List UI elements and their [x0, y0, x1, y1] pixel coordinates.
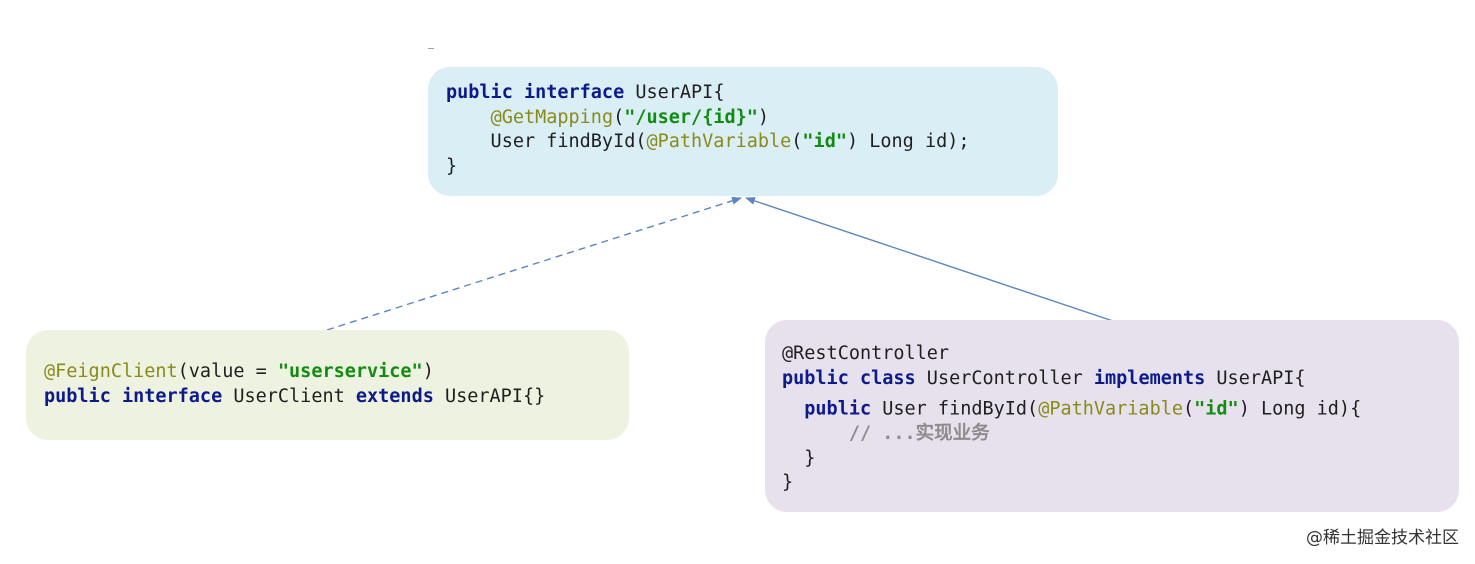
- annotation: @PathVariable: [1038, 398, 1183, 420]
- code-text: UserAPI{: [624, 82, 725, 103]
- annotation: @GetMapping: [490, 106, 614, 128]
- code-text: ) Long id);: [846, 131, 970, 152]
- code-text: ) Long id){: [1238, 398, 1362, 420]
- code-text: }: [446, 155, 458, 177]
- keyword: interface: [121, 385, 223, 407]
- stray-mark: [428, 48, 434, 49]
- user-controller-code: @RestController public class UserControl…: [782, 342, 1361, 496]
- code-indent: [782, 423, 849, 444]
- code-text: UserAPI{: [1205, 367, 1306, 389]
- watermark: @稀土掘金技术社区: [1306, 528, 1459, 548]
- code-text: UserController: [915, 367, 1094, 389]
- string-literal: "userservice": [277, 361, 423, 382]
- annotation: @FeignClient: [44, 361, 178, 382]
- code-indent: [446, 107, 491, 128]
- keyword: public: [782, 367, 849, 389]
- code-text: UserAPI{}: [433, 385, 546, 407]
- code-text: (: [791, 131, 803, 152]
- code-text: ): [422, 361, 434, 382]
- annotation: @PathVariable: [646, 131, 792, 152]
- code-text: ): [757, 106, 770, 128]
- code-text: @RestController: [782, 343, 950, 364]
- feign-client-code: @FeignClient(value = "userservice") publ…: [44, 360, 545, 409]
- keyword: implements: [1093, 367, 1206, 389]
- string-literal: "/user/{id}": [624, 106, 758, 128]
- user-api-code: public interface UserAPI{ @GetMapping("/…: [446, 81, 970, 179]
- code-text: User findById(: [871, 398, 1039, 420]
- string-literal: "id": [802, 131, 847, 152]
- code-indent: [782, 391, 804, 422]
- code-text: }: [782, 472, 794, 493]
- keyword: public: [446, 82, 513, 103]
- keyword: interface: [523, 82, 625, 103]
- keyword: class: [859, 367, 916, 389]
- code-text: }: [782, 447, 816, 469]
- solid-arrow-controller-to-api: [745, 197, 1114, 322]
- feign-client-box: [26, 330, 629, 440]
- keyword: public: [44, 385, 111, 407]
- keyword: extends: [355, 385, 434, 407]
- code-text: (: [613, 106, 625, 128]
- user-api-box: [428, 67, 1058, 196]
- string-literal: "id": [1194, 398, 1239, 420]
- keyword: public: [804, 398, 872, 420]
- code-comment: // ...实现业务: [848, 423, 990, 444]
- dashed-arrow-feign-to-api: [326, 196, 742, 331]
- code-text: (: [1182, 398, 1195, 420]
- code-text: (value =: [177, 361, 278, 382]
- code-text: User findById(: [446, 131, 647, 152]
- user-controller-box: [765, 320, 1459, 512]
- code-text: UserClient: [222, 385, 356, 407]
